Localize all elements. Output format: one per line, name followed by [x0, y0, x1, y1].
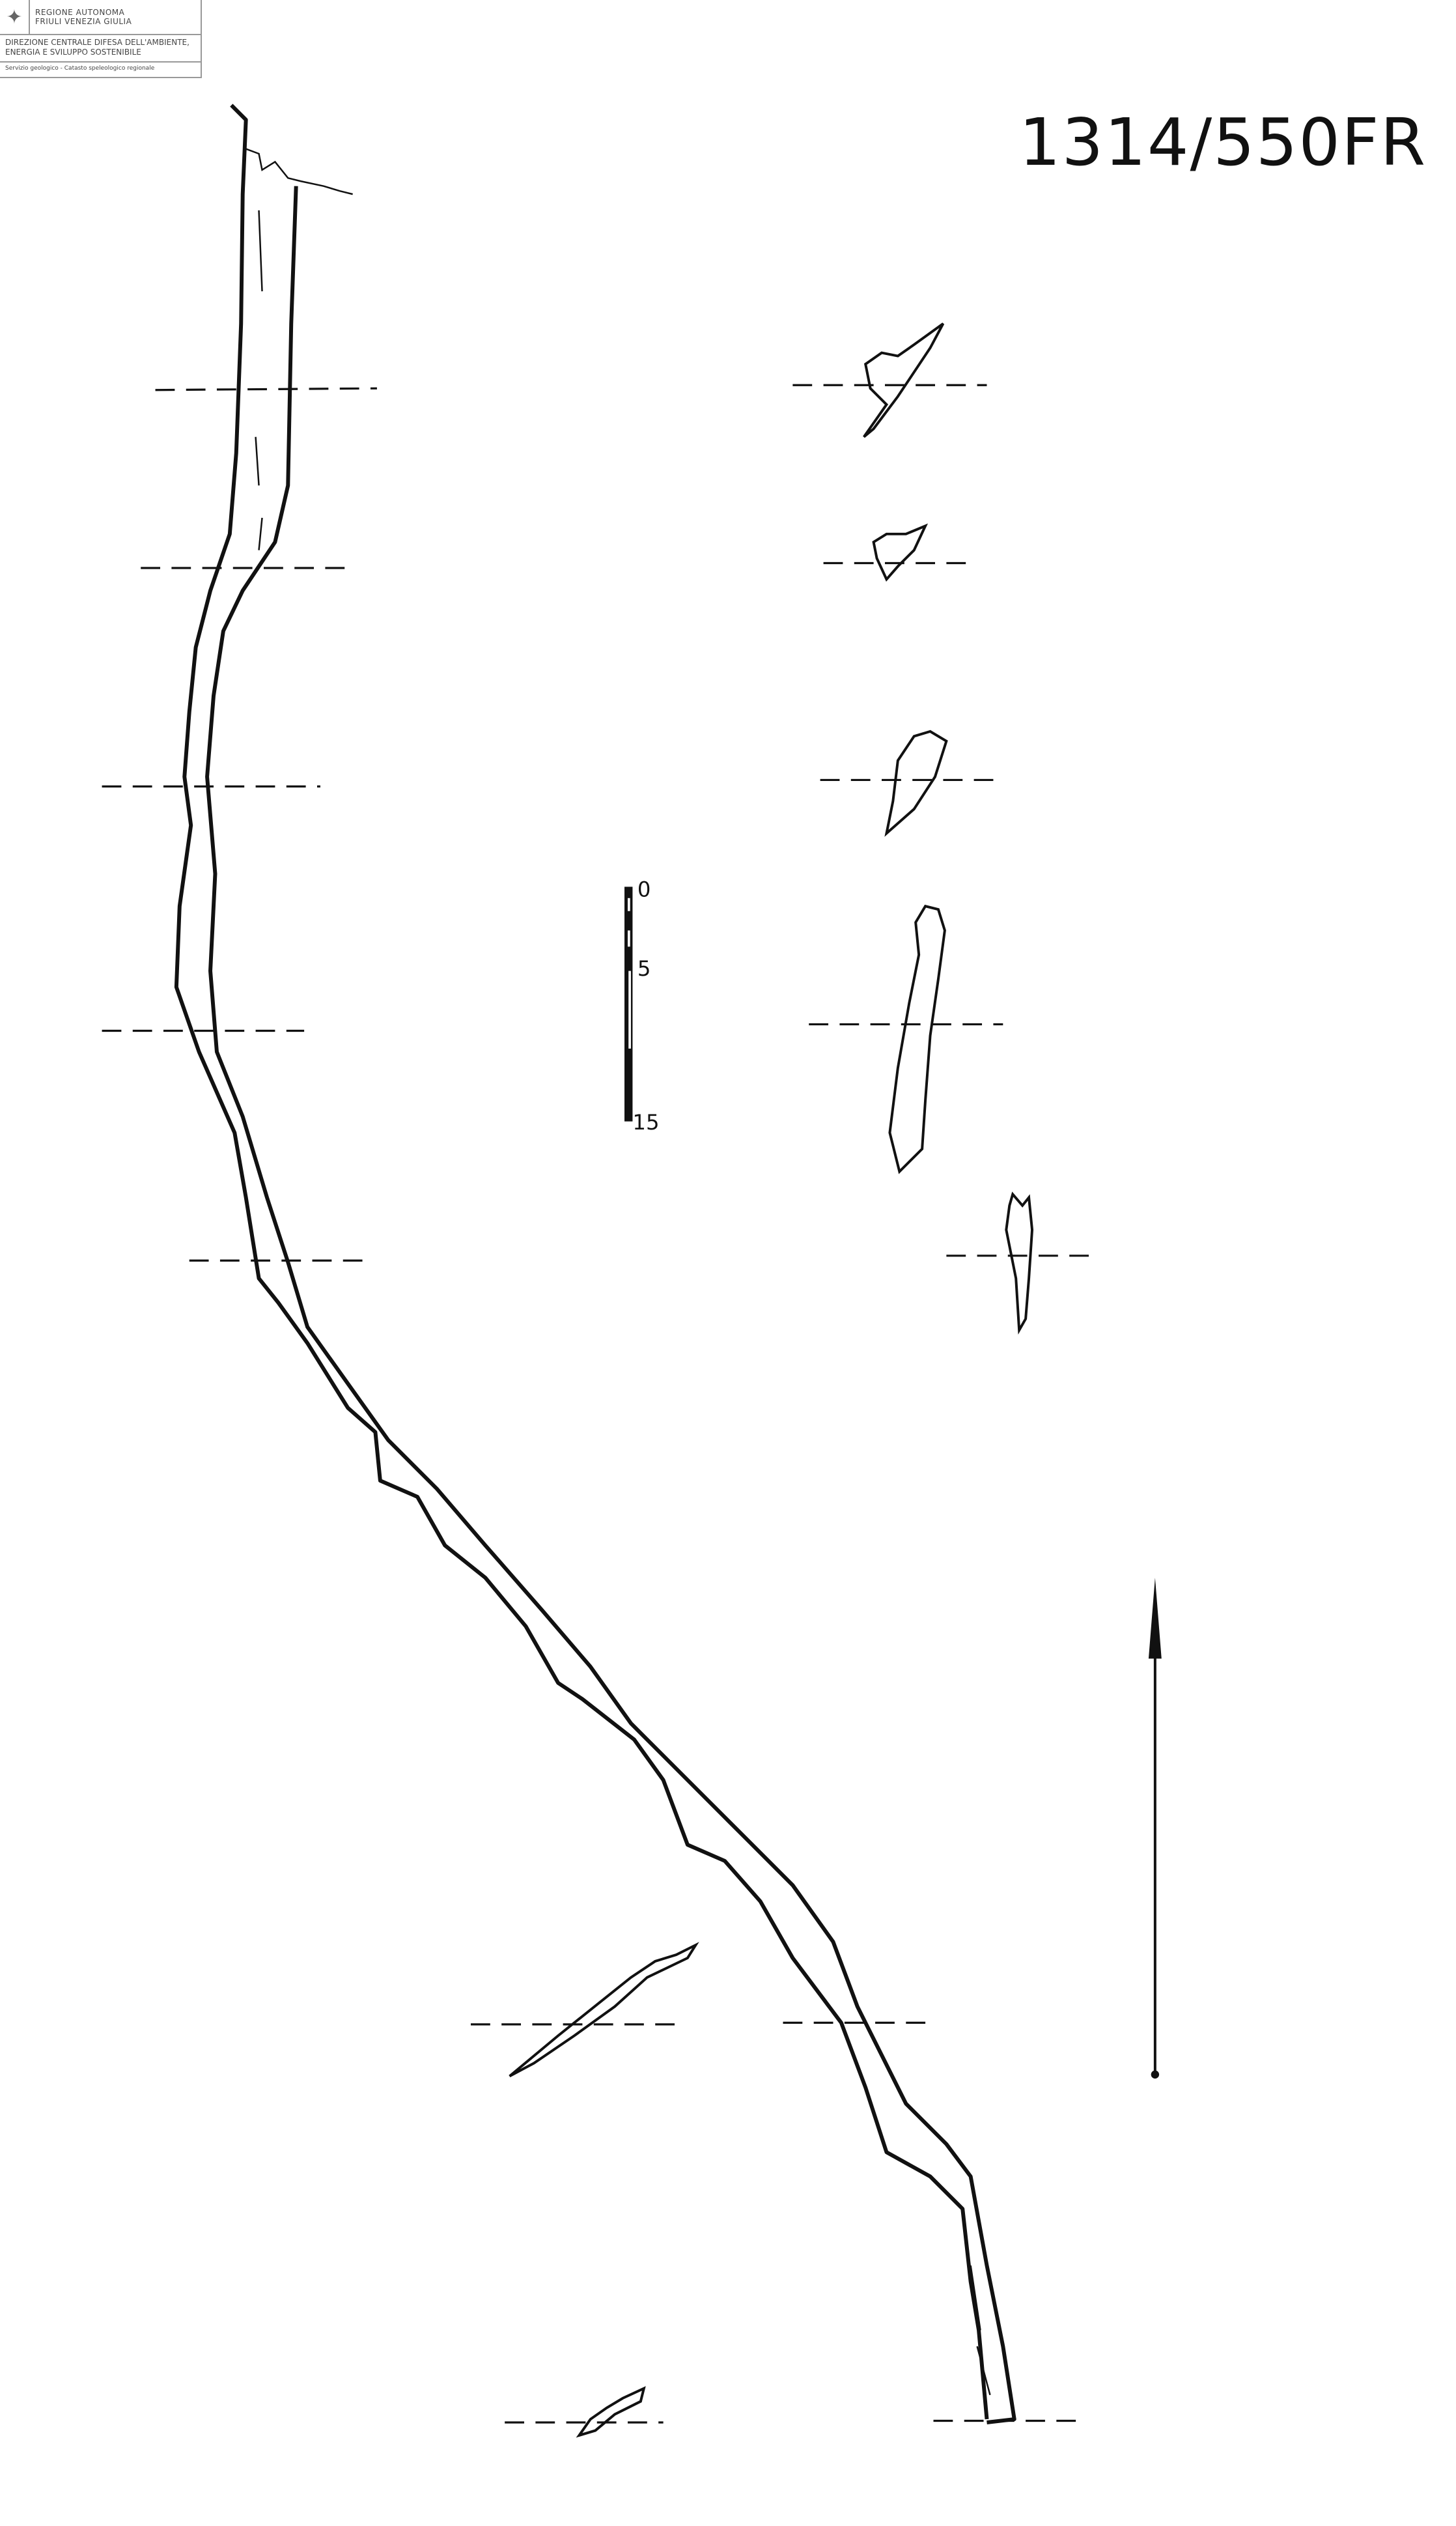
- eagle-emblem-icon: ✦: [0, 0, 30, 34]
- plan-right-wall: [205, 186, 1016, 2424]
- logo-line4: ENERGIA E SVILUPPO SOSTENIBILE: [5, 48, 141, 57]
- cave-id-title: 1314/550FR: [1019, 104, 1427, 180]
- cross-sections: [470, 322, 1100, 2438]
- scale-label-5: 5: [637, 956, 651, 981]
- cave-plan: [174, 104, 1016, 2424]
- floor-mark: [255, 210, 991, 2396]
- entrance-detail: [245, 148, 353, 195]
- scale-bar: 0 5 15: [624, 877, 660, 1135]
- plan-left-wall: [174, 104, 989, 2420]
- plan-section-lines: [102, 387, 1087, 2422]
- logo-line5: Servizio geologico - Catasto speleologic…: [5, 65, 155, 72]
- scale-label-15: 15: [632, 1110, 659, 1135]
- logo-line2: FRIULI VENEZIA GIULIA: [35, 17, 132, 26]
- logo-line3: DIREZIONE CENTRALE DIFESA DELL'AMBIENTE,: [5, 38, 189, 47]
- north-arrow-icon: [1148, 1578, 1162, 2079]
- scale-label-0: 0: [637, 877, 651, 901]
- region-logo: ✦ REGIONE AUTONOMA FRIULI VENEZIA GIULIA…: [0, 0, 202, 78]
- logo-line1: REGIONE AUTONOMA: [35, 8, 125, 17]
